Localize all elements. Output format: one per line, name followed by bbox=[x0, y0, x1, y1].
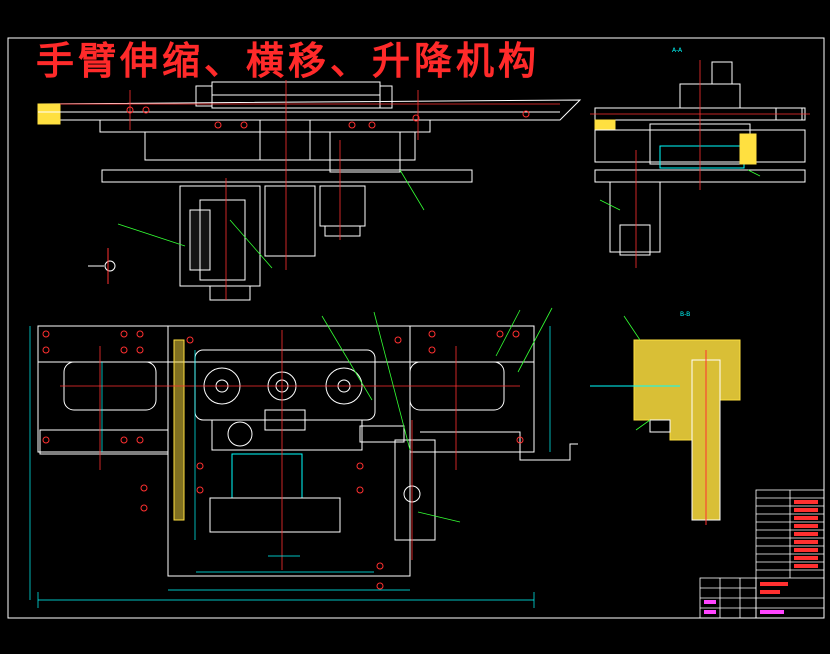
leader-lines-top bbox=[117, 169, 425, 269]
drawing-title: 手臂伸缩、横移、升降机构 bbox=[36, 38, 540, 83]
dimension-lines bbox=[29, 326, 551, 608]
title-block-marks bbox=[704, 600, 784, 614]
section-bb-view bbox=[590, 339, 741, 525]
section-aa-label: A-A bbox=[672, 47, 683, 54]
plan-screws bbox=[42, 330, 524, 590]
screws-top bbox=[126, 106, 530, 129]
section-bb-label: B-B bbox=[680, 311, 690, 318]
drawing-border bbox=[7, 37, 825, 619]
leader-lines-plan bbox=[321, 169, 761, 523]
center-lines-top bbox=[60, 80, 560, 300]
title-block bbox=[699, 489, 825, 619]
side-elevation-view bbox=[37, 81, 582, 301]
plan-centerlines bbox=[60, 330, 520, 570]
plan-view bbox=[37, 325, 578, 577]
title-block-fills bbox=[760, 500, 818, 594]
section-aa-centerlines bbox=[590, 60, 810, 268]
